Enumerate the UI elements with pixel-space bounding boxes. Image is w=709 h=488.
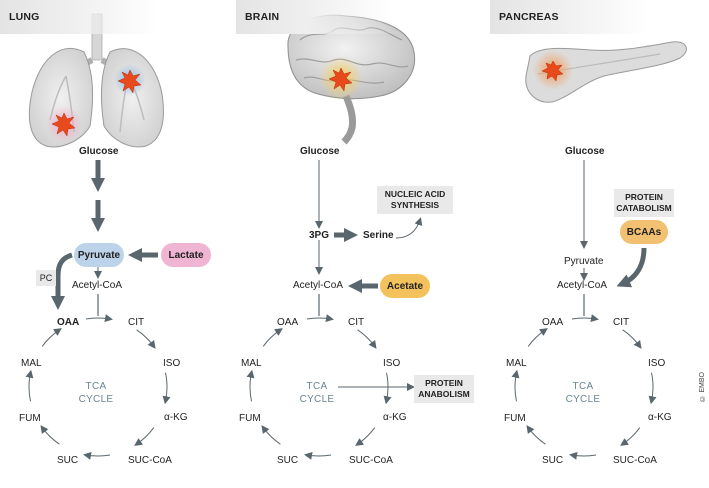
lung-cycle-word: CYCLE: [78, 394, 114, 405]
pancreas-suc-coa: SUC-CoA: [613, 455, 657, 466]
pancreas-cycle-word: CYCLE: [565, 394, 601, 405]
lung-akg: α-KG: [164, 412, 188, 423]
lung-illustration: [28, 13, 164, 148]
pancreas-cit: CIT: [613, 317, 630, 328]
pancreas-tca-arc: [526, 425, 546, 445]
lung-tca-arc: [134, 427, 155, 446]
brain-akg: α-KG: [383, 412, 407, 423]
brain-suc: SUC: [277, 455, 299, 466]
brain-illustration: [287, 14, 416, 145]
pancreas-tca-arc: [569, 451, 597, 460]
lung-suc: SUC: [57, 455, 79, 466]
pancreas-tca-label: TCA CYCLE: [563, 380, 603, 406]
brain-cycle-word: CYCLE: [299, 394, 335, 405]
brain-acetyl-coa: Acetyl-CoA: [293, 280, 344, 291]
pancreas-tca-arc: [527, 328, 548, 347]
lung-mal: MAL: [21, 358, 42, 369]
brain-tca-arc: [306, 314, 334, 323]
brain-tca-arc: [357, 329, 377, 349]
pancreas-akg: α-KG: [648, 412, 672, 423]
lung-pc-box: PC: [36, 270, 56, 286]
pancreas-tca-arc: [622, 329, 642, 349]
brain-tca-arc: [304, 451, 332, 460]
lung-tca-arc: [25, 369, 34, 402]
pancreas-mal: MAL: [506, 358, 527, 369]
brain-suc-coa: SUC-CoA: [349, 455, 393, 466]
brain-iso: ISO: [383, 358, 401, 369]
brain-3pg: 3PG: [309, 230, 330, 241]
lung-tca-arc: [40, 425, 60, 445]
lung-suc-coa: SUC-CoA: [128, 455, 172, 466]
pancreas-tca-word: TCA: [572, 381, 594, 392]
brain-tca-arc: [261, 425, 281, 445]
lung-glucose: Glucose: [79, 146, 119, 157]
brain-tca-arc: [246, 369, 255, 402]
brain-fum: FUM: [239, 413, 261, 424]
brain-protein-anabolism-box: PROTEIN ANABOLISM: [414, 375, 474, 403]
brain-serine: Serine: [363, 230, 394, 241]
brain-glucose: Glucose: [300, 146, 340, 157]
pancreas-oaa: OAA: [542, 317, 564, 328]
pancreas-tca-arc: [511, 369, 520, 402]
panel-title-lung: LUNG: [0, 0, 159, 34]
lung-tca-label: TCA CYCLE: [76, 380, 116, 406]
pancreas-illustration: [525, 41, 687, 103]
lung-arrows: [51, 160, 158, 316]
brain-nucleic-acid-box: NUCLEIC ACID SYNTHESIS: [377, 186, 453, 214]
pancreas-tca-arc: [571, 314, 599, 323]
brain-acetate-pill: Acetate: [380, 274, 430, 298]
pancreas-tca-arc: [648, 372, 657, 405]
brain-tca-label: TCA CYCLE: [297, 380, 337, 406]
lung-lactate-pill: Lactate: [161, 243, 211, 267]
brain-tca-arc: [262, 328, 283, 347]
copyright-credit: © EMBO: [699, 372, 706, 402]
pancreas-glucose: Glucose: [565, 146, 605, 157]
brain-arrows: [315, 160, 423, 391]
lung-tca-arc: [41, 328, 62, 347]
pancreas-pyruvate: Pyruvate: [564, 256, 604, 267]
brain-oaa: OAA: [277, 317, 299, 328]
lung-tca-word: TCA: [85, 381, 107, 392]
panel-title-pancreas: PANCREAS: [490, 0, 649, 34]
lung-iso: ISO: [163, 358, 181, 369]
lung-pyruvate-pill: Pyruvate: [74, 243, 124, 267]
brain-tca-word: TCA: [306, 381, 328, 392]
pancreas-tca-arc: [620, 427, 641, 446]
pancreas-fum: FUM: [504, 413, 526, 424]
panel-title-brain: BRAIN: [236, 0, 395, 34]
brain-tca-arc: [383, 372, 392, 405]
lung-tca-arc: [136, 329, 156, 349]
lung-oaa: OAA: [57, 317, 80, 328]
lung-tca-arc: [83, 451, 111, 460]
brain-cit: CIT: [348, 317, 365, 328]
lung-cit: CIT: [128, 317, 145, 328]
lung-acetyl-coa: Acetyl-CoA: [72, 280, 123, 291]
lung-fum: FUM: [19, 413, 41, 424]
pancreas-protein-catabolism-box: PROTEIN CATABOLISM: [614, 189, 674, 217]
pancreas-bcaas-pill: BCAAs: [620, 220, 668, 244]
brain-mal: MAL: [241, 358, 262, 369]
pancreas-acetyl-coa: Acetyl-CoA: [557, 280, 608, 291]
lung-tca-arc: [85, 314, 113, 323]
pancreas-arrows: [580, 160, 647, 316]
tca-cycles: [25, 314, 657, 460]
tumor-icon: [51, 69, 142, 137]
lung-tca-arc: [162, 372, 171, 405]
pancreas-suc: SUC: [542, 455, 564, 466]
pancreas-iso: ISO: [648, 358, 666, 369]
brain-tca-arc: [355, 427, 376, 446]
